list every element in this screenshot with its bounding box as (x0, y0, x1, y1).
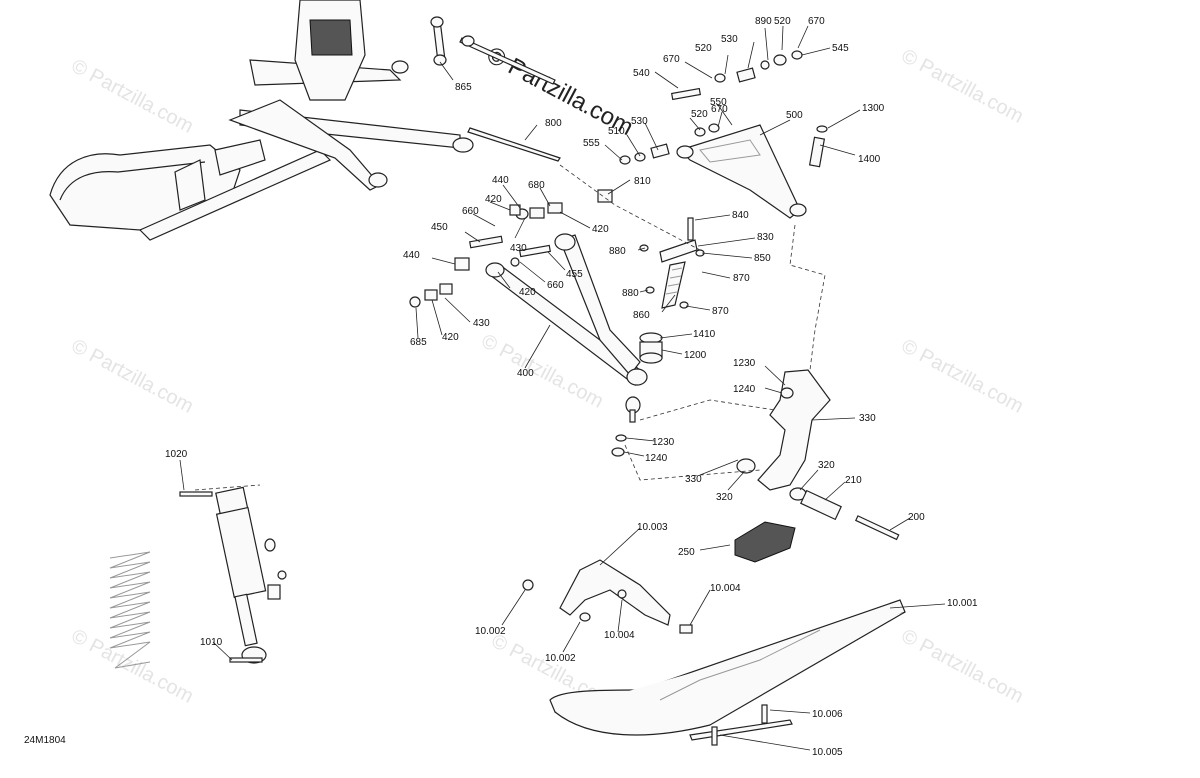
callout-440: 440 (492, 175, 509, 186)
callout-320: 320 (818, 460, 835, 471)
callout-labels: 865 800 890 520 670 545 670 520 530 540 … (165, 16, 978, 758)
callout-685: 685 (410, 337, 427, 348)
callout-850: 850 (754, 253, 771, 264)
callout-330: 330 (859, 413, 876, 424)
callout-1240: 1240 (733, 384, 756, 395)
bracket-and-spring (639, 217, 705, 309)
watermark: © Partzilla.com (898, 335, 1027, 418)
callout-420: 420 (592, 224, 609, 235)
callout-430: 430 (510, 243, 527, 254)
bushing (639, 332, 663, 364)
callout-520: 520 (774, 16, 791, 27)
callout-660: 660 (547, 280, 564, 291)
callout-420: 420 (442, 332, 459, 343)
callout-520: 520 (695, 43, 712, 54)
upper-a-arm (676, 124, 807, 219)
callout-1400: 1400 (858, 154, 881, 165)
callout-660: 660 (462, 206, 479, 217)
callout-450: 450 (431, 222, 448, 233)
callout-510: 510 (608, 126, 625, 137)
callout-10.005: 10.005 (812, 747, 843, 758)
callout-320: 320 (716, 492, 733, 503)
watermark: © Partzilla.com (68, 625, 197, 708)
callout-200: 200 (908, 512, 925, 523)
callout-210: 210 (845, 475, 862, 486)
callout-810: 810 (634, 176, 651, 187)
callout-330: 330 (685, 474, 702, 485)
callout-250: 250 (678, 547, 695, 558)
callout-840: 840 (732, 210, 749, 221)
callout-670: 670 (663, 54, 680, 65)
ski (549, 599, 906, 746)
callout-440: 440 (403, 250, 420, 261)
sway-bar-link (430, 16, 556, 85)
sway-bar-rod (467, 127, 561, 162)
callout-10.002: 10.002 (545, 653, 576, 664)
callout-10.003: 10.003 (637, 522, 668, 533)
callout-545: 545 (832, 43, 849, 54)
callout-10.001: 10.001 (947, 598, 978, 609)
assembled-front-suspension-illustration (49, 0, 474, 241)
callout-680: 680 (528, 180, 545, 191)
callout-430: 430 (473, 318, 490, 329)
callout-880: 880 (609, 246, 626, 257)
callout-530: 530 (631, 116, 648, 127)
callout-10.004: 10.004 (710, 583, 741, 594)
callout-670: 670 (808, 16, 825, 27)
callout-870: 870 (712, 306, 729, 317)
callout-10.006: 10.006 (812, 709, 843, 720)
callout-10.002: 10.002 (475, 626, 506, 637)
callout-550: 550 (710, 97, 727, 108)
leader-lines (179, 25, 946, 751)
callout-670: 670 (711, 104, 728, 115)
callout-1020: 1020 (165, 449, 188, 460)
callout-1200: 1200 (684, 350, 707, 361)
coil-spring (109, 551, 151, 669)
callout-420: 420 (485, 194, 502, 205)
callout-455: 455 (566, 269, 583, 280)
callout-520: 520 (691, 109, 708, 120)
watermark: © Partzilla.com (898, 45, 1027, 128)
lower-arm-hardware (409, 202, 563, 308)
watermark: © Partzilla.com (68, 55, 197, 138)
callout-860: 860 (633, 310, 650, 321)
lower-a-arm (485, 233, 648, 423)
watermark: © Partzilla.com (898, 625, 1027, 708)
diagram-code: 24M1804 (24, 735, 66, 746)
callout-870: 870 (733, 273, 750, 284)
callout-1010: 1010 (200, 637, 223, 648)
ski-shim (734, 521, 796, 563)
callout-865: 865 (455, 82, 472, 93)
callout-890: 890 (755, 16, 772, 27)
callout-1240: 1240 (645, 453, 668, 464)
callout-530: 530 (721, 34, 738, 45)
callout-420: 420 (519, 287, 536, 298)
callout-880: 880 (622, 288, 639, 299)
callout-1230: 1230 (733, 358, 756, 369)
callout-1230: 1230 (652, 437, 675, 448)
callout-800: 800 (545, 118, 562, 129)
callout-400: 400 (517, 368, 534, 379)
ski-leg (522, 559, 693, 634)
callout-500: 500 (786, 110, 803, 121)
callout-540: 540 (633, 68, 650, 79)
watermark: © Partzilla.com (68, 335, 197, 418)
callout-10.004: 10.004 (604, 630, 635, 641)
upper-arm-hardware (597, 50, 828, 203)
callout-830: 830 (757, 232, 774, 243)
callout-1410: 1410 (693, 329, 716, 340)
callout-1300: 1300 (862, 103, 885, 114)
callout-555: 555 (583, 138, 600, 149)
spindle (611, 369, 900, 541)
shock-absorber (179, 486, 287, 664)
hidden-lines (194, 164, 826, 491)
